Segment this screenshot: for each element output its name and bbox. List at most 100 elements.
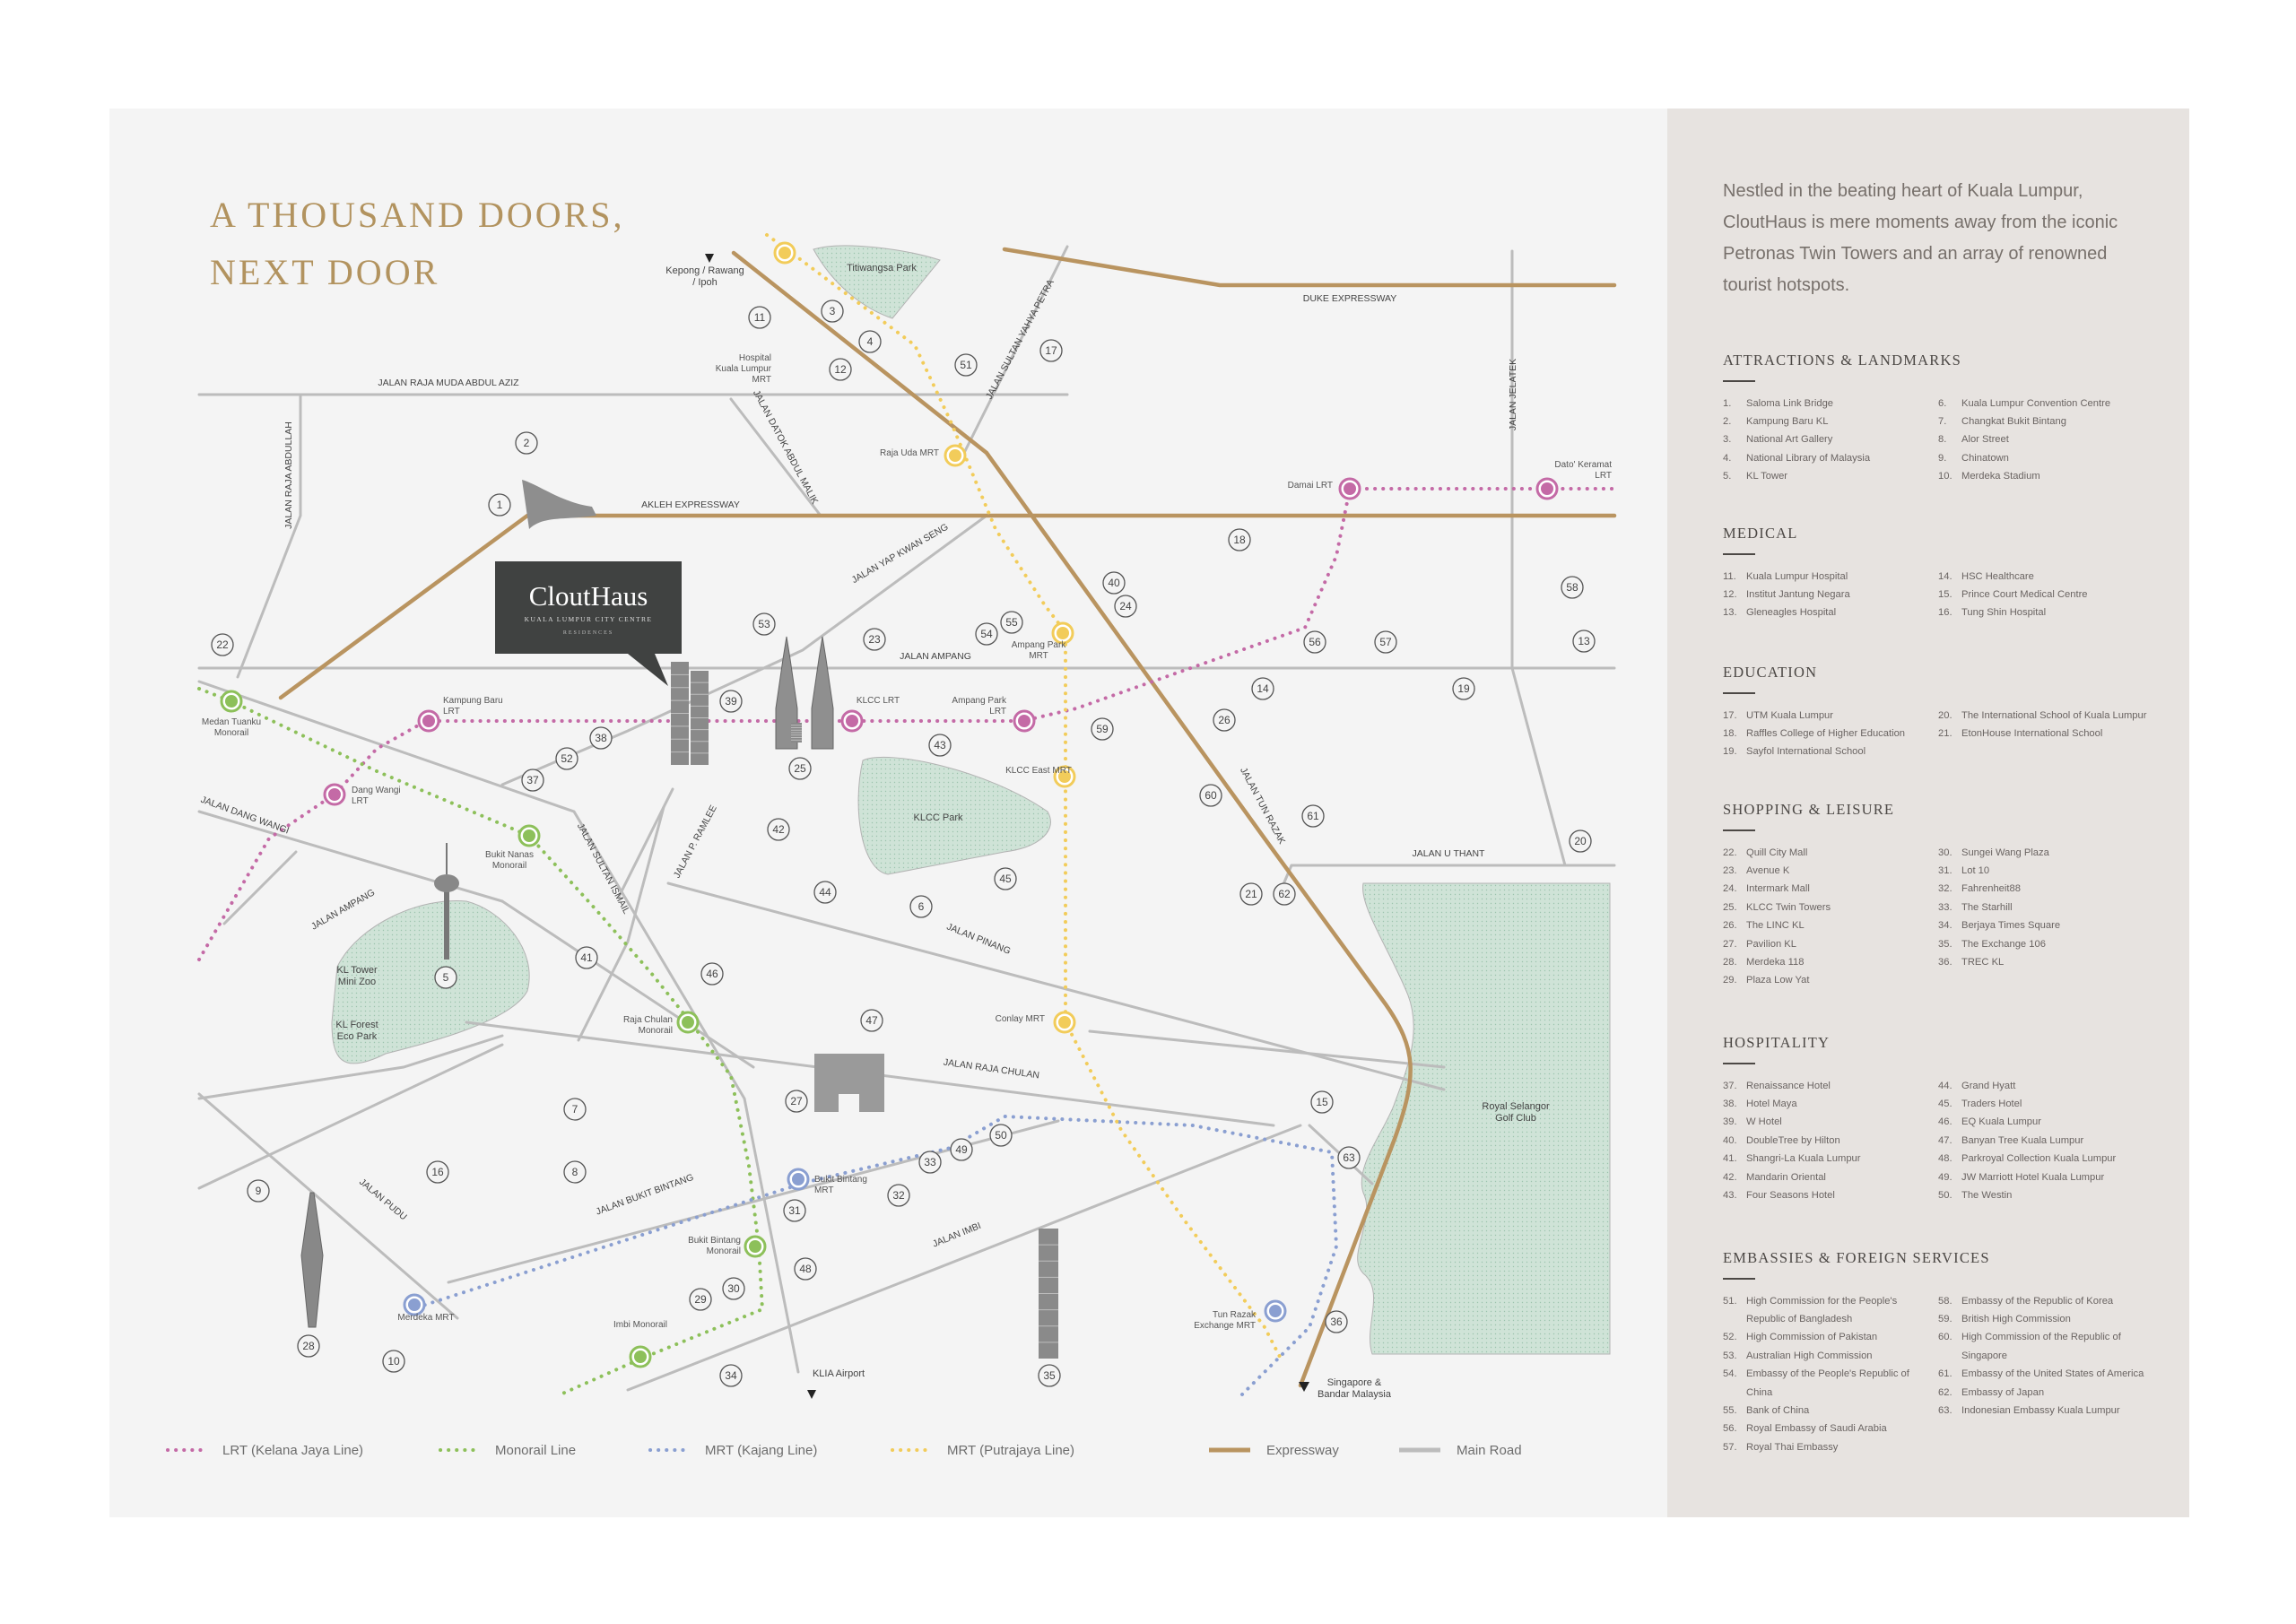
road-label-jalan-pinang: JALAN PINANG — [945, 921, 1013, 957]
list-item-number: 13. — [1723, 607, 1737, 619]
marker-circle — [689, 1288, 712, 1311]
list-item-label: Tung Shin Hospital — [1961, 607, 2047, 619]
marker-circle — [521, 769, 544, 792]
list-item: 47.Banyan Tree Kuala Lumpur — [1938, 1132, 2153, 1150]
station-label-line: MRT — [1029, 651, 1048, 661]
marker-number: 26 — [1218, 714, 1231, 726]
marker-number: 51 — [960, 359, 972, 371]
list-item-label: Australian High Commission — [1746, 1350, 1873, 1361]
marker-21: 21 — [1239, 882, 1263, 906]
marker-number: 7 — [572, 1103, 578, 1116]
list-item: 56.Royal Embassy of Saudi Arabia — [1723, 1420, 1938, 1437]
station-dot — [949, 449, 961, 462]
marker-circle — [700, 962, 724, 986]
list-item-number: 35. — [1938, 938, 1952, 950]
list-item: 54.Embassy of the People's Republic of C… — [1723, 1365, 1938, 1402]
marker-4: 4 — [858, 330, 882, 353]
station-dot — [1018, 715, 1031, 727]
marker-number: 52 — [561, 752, 573, 765]
list-item: 34.Berjaya Times Square — [1938, 916, 2153, 934]
road-label-jalan-datok-abdul-malik: JALAN DATOK ABDUL MALIK — [751, 388, 820, 506]
petronas-tower-2-icon — [811, 636, 834, 750]
list-item-number: 39. — [1723, 1116, 1737, 1128]
marker-circle — [767, 818, 790, 841]
station-dot — [749, 1240, 761, 1253]
main-road-10 — [500, 899, 755, 1069]
saloma-bridge-icon — [522, 480, 596, 529]
list-item: 11.Kuala Lumpur Hospital — [1723, 568, 1938, 586]
marker-circle — [1374, 630, 1397, 654]
marker-circle — [1228, 528, 1251, 551]
station-dot — [846, 715, 858, 727]
list-item-label: EtonHouse International School — [1961, 727, 2103, 739]
marker-16: 16 — [426, 1160, 449, 1184]
marker-15: 15 — [1310, 1090, 1334, 1114]
list-item-label: Renaissance Hotel — [1746, 1080, 1831, 1091]
marker-36: 36 — [1325, 1310, 1348, 1333]
list-item-label: The International School of Kuala Lumpur — [1961, 709, 2147, 721]
marker-number: 1 — [497, 499, 503, 511]
main-road-16 — [197, 1043, 504, 1190]
golf-club-park — [1357, 882, 1611, 1355]
marker-55: 55 — [1000, 611, 1023, 634]
station-merdeka-mrt: Merdeka MRT — [397, 1293, 455, 1323]
list-item-label: Kampung Baru KL — [1746, 415, 1829, 427]
road-label-jalan-raja-abdullah: JALAN RAJA ABDULLAH — [283, 421, 294, 529]
marker-40: 40 — [1102, 571, 1126, 595]
list-item: 15.Prince Court Medical Centre — [1938, 586, 2153, 604]
list-item: 48.Parkroyal Collection Kuala Lumpur — [1938, 1150, 2153, 1168]
section-column-right: 20.The International School of Kuala Lum… — [1938, 707, 2153, 761]
list-item-label: TREC KL — [1961, 956, 2005, 968]
list-item: 29.Plaza Low Yat — [1723, 971, 1938, 989]
station-label-line: Ampang Park — [952, 696, 1007, 706]
list-item: 40.DoubleTree by Hilton — [1723, 1132, 1938, 1150]
list-item-label: KL Tower — [1746, 471, 1788, 482]
station-dot — [1269, 1305, 1282, 1317]
merdeka-118-icon — [300, 1192, 324, 1328]
station-label: Raja Uda MRT — [880, 448, 939, 458]
list-item-number: 50. — [1938, 1189, 1952, 1201]
dotted-line-swatch-icon — [439, 1448, 479, 1452]
list-item: 6.Kuala Lumpur Convention Centre — [1938, 395, 2153, 413]
station-label-line: Imbi Monorail — [613, 1320, 667, 1330]
list-item: 9.Chinatown — [1938, 449, 2153, 467]
list-item-label: Mandarin Oriental — [1746, 1171, 1826, 1183]
marker-48: 48 — [794, 1257, 817, 1281]
brand-box — [495, 561, 682, 654]
list-item-label: Bank of China — [1746, 1404, 1810, 1416]
marker-59: 59 — [1091, 717, 1114, 741]
legend-label: Monorail Line — [495, 1442, 577, 1458]
marker-circle — [211, 633, 234, 656]
list-item: 59.British High Commission — [1938, 1310, 2153, 1328]
intro-paragraph: Nestled in the beating heart of Kuala Lu… — [1723, 181, 2118, 295]
marker-11: 11 — [748, 306, 771, 329]
list-item-number: 7. — [1938, 415, 1947, 427]
legend-label: Expressway — [1266, 1442, 1339, 1458]
marker-circle — [382, 1350, 405, 1373]
marker-number: 36 — [1330, 1316, 1343, 1328]
list-item-number: 46. — [1938, 1116, 1952, 1128]
marker-38: 38 — [589, 726, 613, 750]
marker-number: 31 — [788, 1204, 801, 1217]
marker-17: 17 — [1039, 339, 1063, 362]
marker-circle — [589, 726, 613, 750]
marker-45: 45 — [994, 867, 1017, 890]
marker-number: 42 — [772, 823, 785, 836]
pavilion-icon — [814, 1054, 884, 1112]
road-label-jalan-bukit-bintang: JALAN BUKIT BINTANG — [595, 1172, 695, 1218]
list-item-number: 55. — [1723, 1404, 1737, 1416]
marker-33: 33 — [918, 1151, 942, 1174]
place-label-klia-airport: KLIA Airport — [813, 1368, 865, 1379]
marker-number: 20 — [1574, 835, 1587, 847]
marker-13: 13 — [1572, 630, 1596, 653]
section-divider — [1723, 1278, 1755, 1280]
marker-circle — [488, 493, 511, 517]
section-divider — [1723, 692, 1755, 694]
marker-63: 63 — [1337, 1146, 1361, 1169]
marker-60: 60 — [1199, 784, 1222, 807]
